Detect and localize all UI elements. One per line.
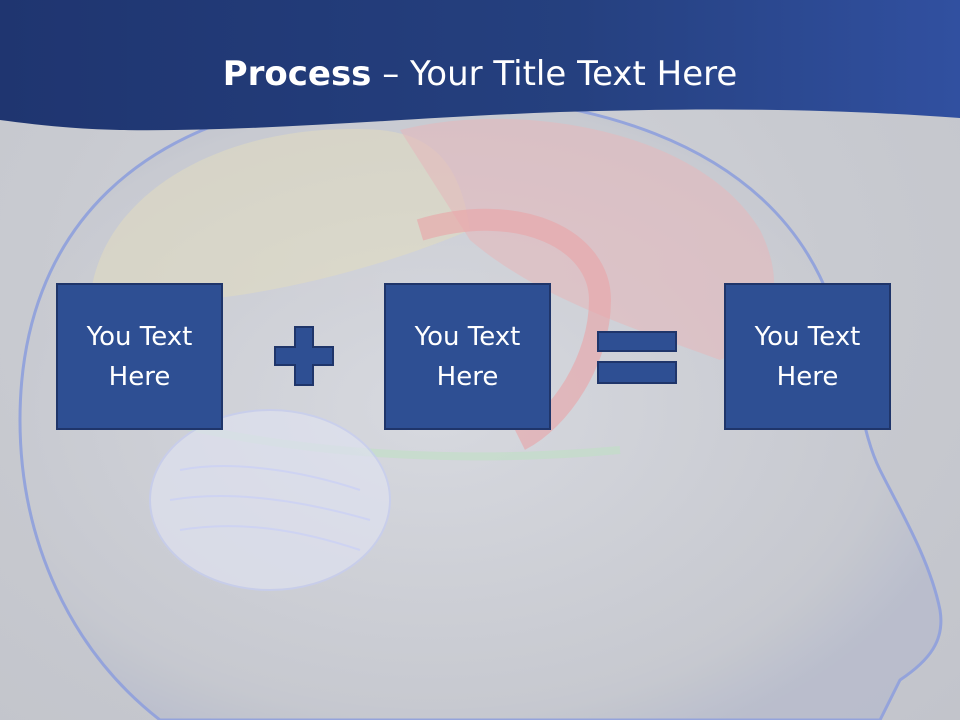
page-title: Process – Your Title Text Here (0, 54, 960, 94)
title-bold: Process (222, 54, 372, 94)
process-box-3[interactable]: You Text Here (724, 283, 891, 430)
process-box-2-text: You Text Here (414, 321, 521, 392)
plus-icon (274, 326, 334, 386)
process-box-3-text: You Text Here (754, 321, 861, 392)
equals-icon (597, 331, 677, 384)
process-box-1[interactable]: You Text Here (56, 283, 223, 430)
title-rest: – Your Title Text Here (371, 54, 738, 94)
title-banner (0, 0, 960, 131)
process-box-1-text: You Text Here (86, 321, 193, 392)
process-box-2[interactable]: You Text Here (384, 283, 551, 430)
